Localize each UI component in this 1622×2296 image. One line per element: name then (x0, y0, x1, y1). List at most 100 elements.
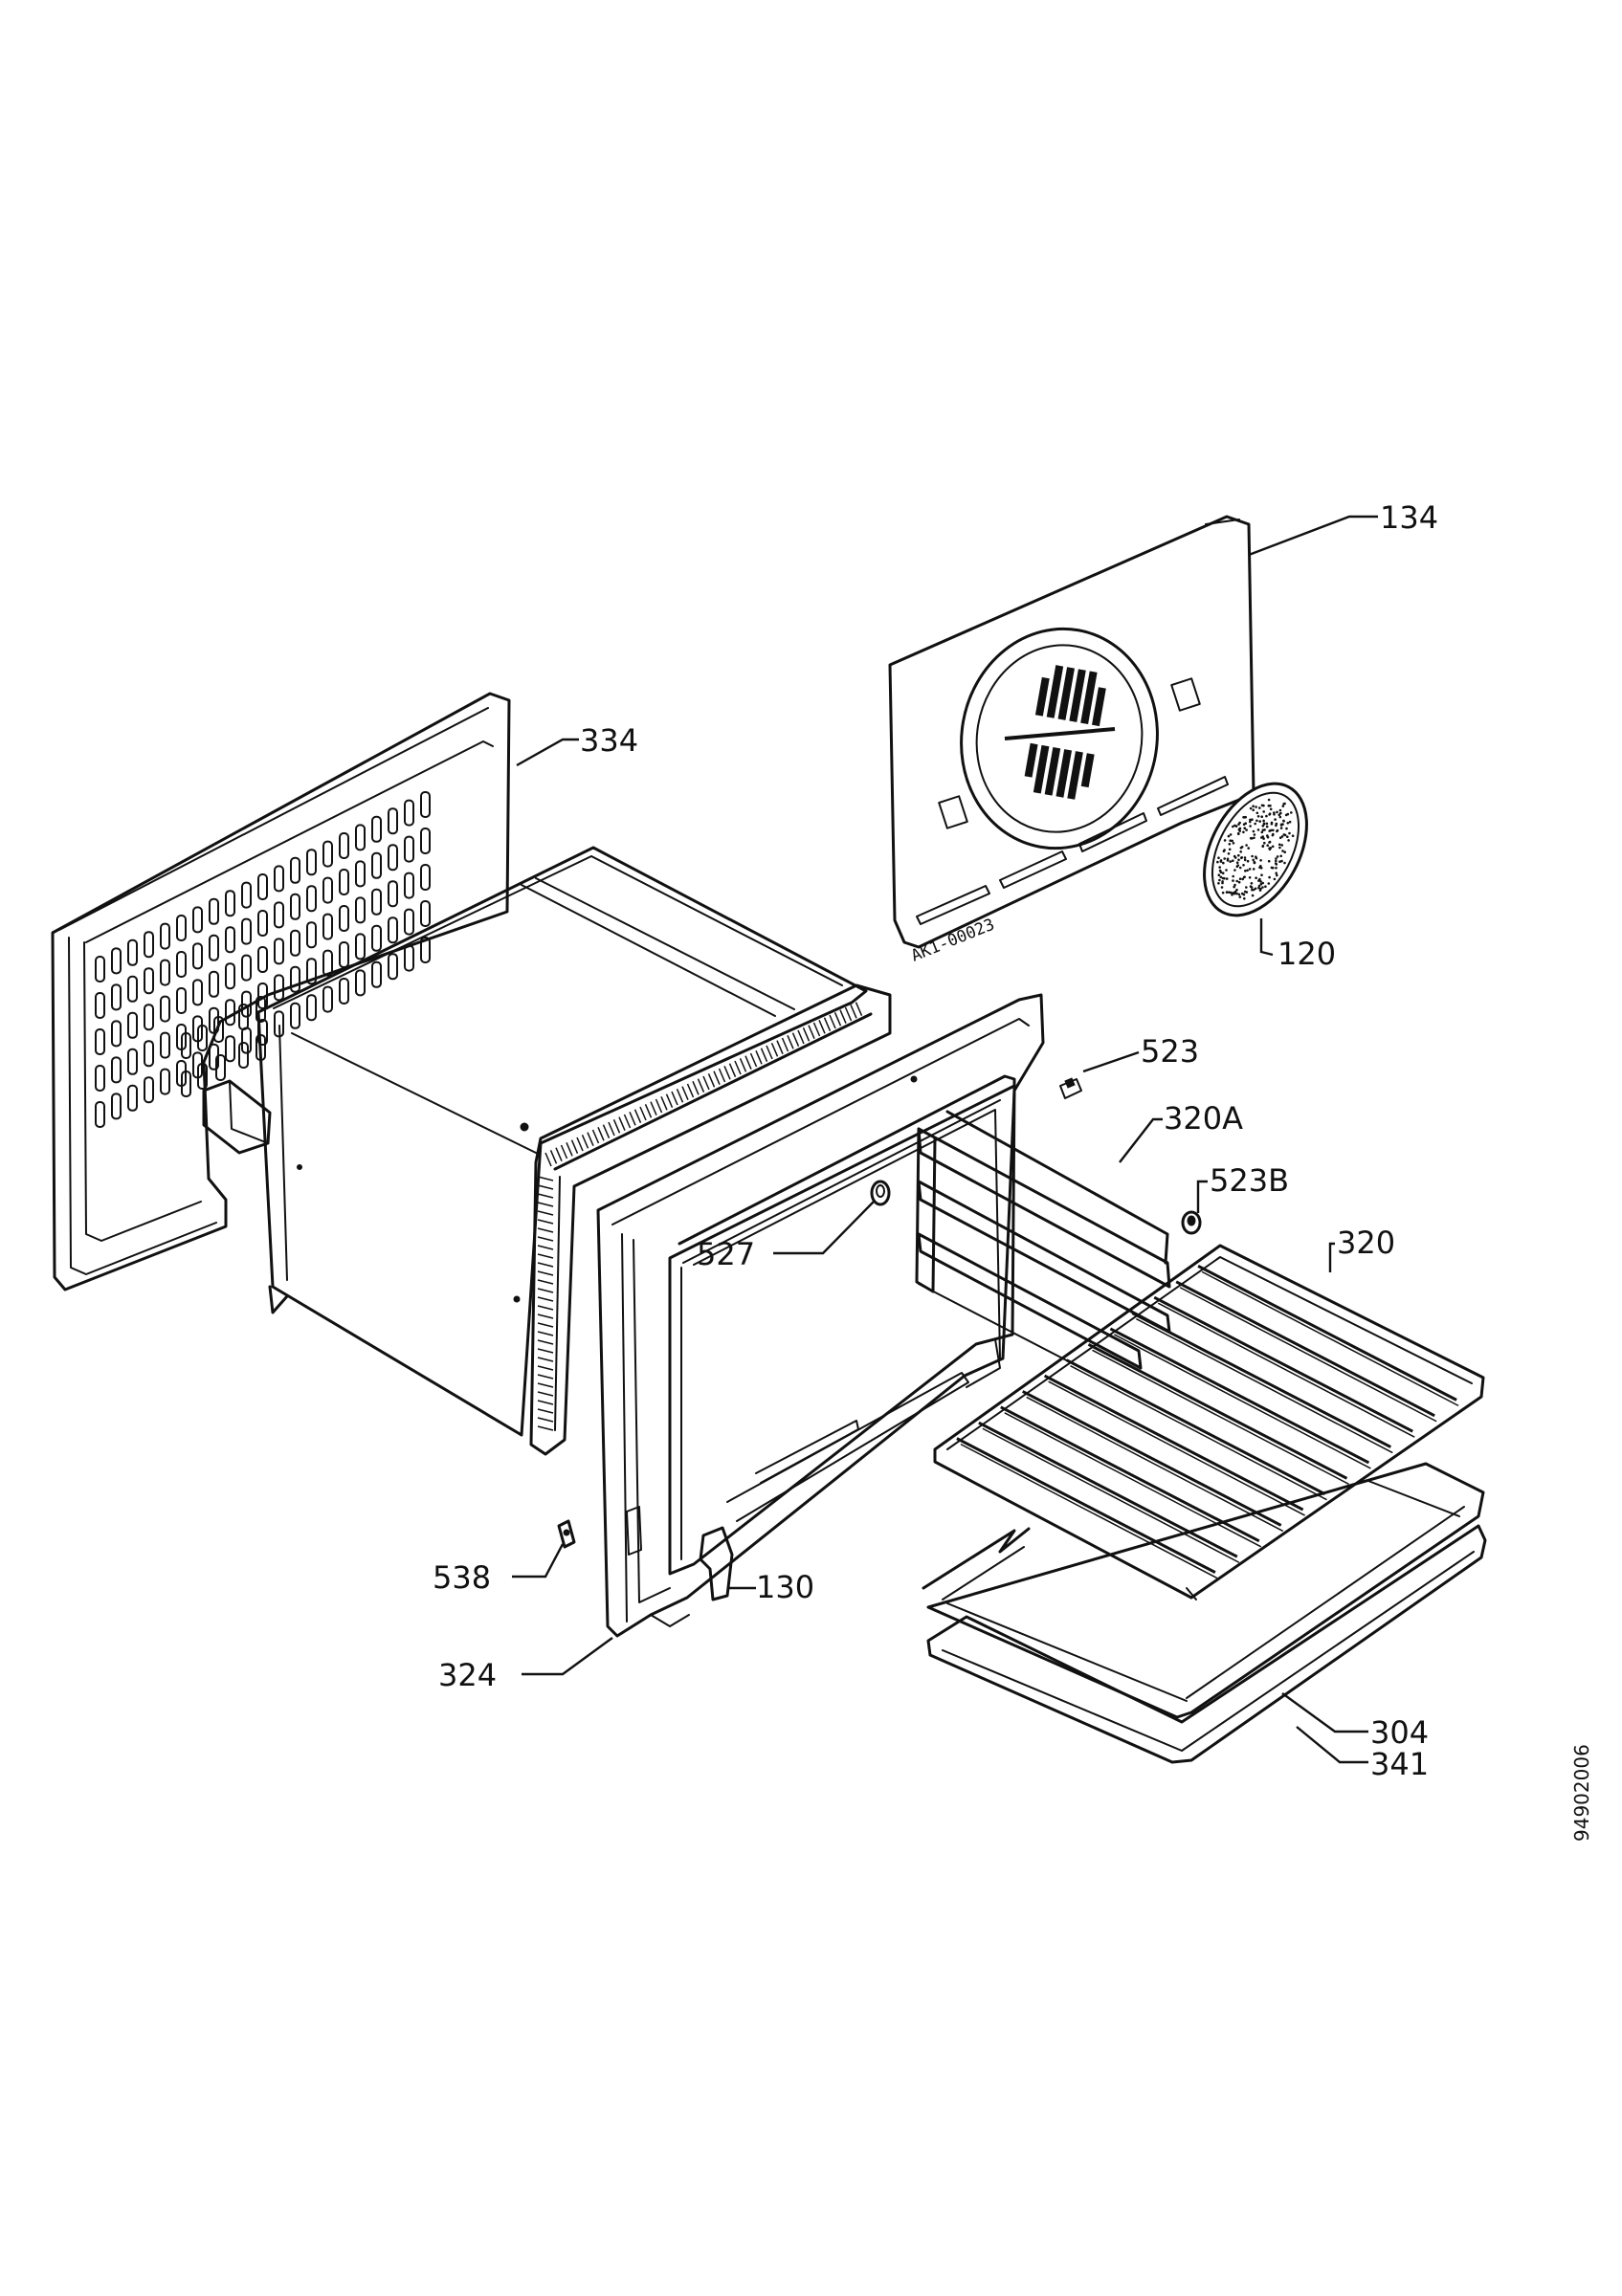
vent-slot (193, 980, 202, 1004)
mesh-dot (1273, 811, 1276, 814)
vent-slot (144, 932, 153, 957)
vent-slot (210, 972, 218, 997)
mesh-dot (1218, 866, 1221, 869)
mesh-dot (1255, 876, 1257, 879)
seal-hatch (609, 1122, 614, 1136)
mesh-dot (1249, 825, 1252, 828)
part-120-fan-filter (1184, 766, 1328, 933)
seal-hatch (538, 1418, 553, 1422)
mesh-dot (1221, 886, 1224, 889)
mesh-dot (1269, 805, 1272, 807)
mesh-dot (1287, 839, 1290, 842)
rack-wire-shadow (1071, 1366, 1327, 1500)
mesh-dot (1263, 828, 1266, 831)
mesh-dot (1279, 855, 1282, 858)
mesh-dot (1287, 822, 1290, 825)
vent-slot (161, 924, 169, 949)
rack-wire (1110, 1329, 1368, 1463)
mesh-dot (1237, 823, 1240, 826)
mesh-dot (1272, 834, 1275, 837)
mesh-dot (1275, 860, 1278, 863)
seal-hatch (814, 1023, 820, 1036)
vent-slot (226, 1000, 234, 1025)
mesh-dot (1287, 813, 1290, 816)
mesh-dot (1251, 882, 1254, 885)
vent-slot (226, 1036, 234, 1061)
seal-hatch (538, 1228, 553, 1232)
mesh-dot (1241, 893, 1244, 895)
seal-hatch (545, 1153, 551, 1166)
mesh-dot (1223, 877, 1226, 880)
vent-slot (291, 858, 300, 883)
mesh-dot (1261, 835, 1264, 838)
mesh-dot (1247, 860, 1250, 863)
mesh-dot (1222, 892, 1225, 894)
mesh-dot (1257, 815, 1260, 818)
part-523-screw (1060, 1078, 1081, 1098)
mesh-dot (1226, 891, 1229, 894)
rack-wire-shadow (983, 1428, 1239, 1562)
vent-slot (372, 853, 381, 878)
seal-hatch (661, 1096, 667, 1110)
mesh-dot (1246, 891, 1249, 894)
mesh-dot (1282, 820, 1285, 823)
mesh-dot (1261, 886, 1264, 889)
seal-hatch (741, 1058, 746, 1071)
mesh-dot (1254, 823, 1256, 826)
mesh-dot (1253, 837, 1255, 840)
mesh-dot (1269, 812, 1272, 815)
mesh-dot (1260, 873, 1263, 876)
vent-slot (323, 842, 332, 867)
seal-hatch (538, 1177, 553, 1181)
mesh-dot (1239, 895, 1242, 898)
vent-slot (356, 825, 365, 850)
rack-wire (1132, 1314, 1390, 1447)
callout-320A: 320A (1164, 1100, 1243, 1137)
vent-slot (161, 997, 169, 1022)
seal-hatch (538, 1289, 553, 1292)
seal-hatch (777, 1041, 783, 1054)
mesh-dot (1255, 820, 1258, 823)
mesh-dot (1241, 878, 1244, 881)
callout-320: 320 (1337, 1225, 1395, 1261)
drawing-number: 94902006 (1570, 1744, 1593, 1842)
mesh-dot (1253, 830, 1255, 833)
mesh-dot (1280, 844, 1283, 847)
vent-slot (291, 894, 300, 919)
mesh-dot (1278, 844, 1281, 847)
fan-grille (1005, 665, 1115, 800)
grille-bar-top (1035, 677, 1050, 717)
seal-hatch (646, 1104, 652, 1117)
seal-hatch (856, 1003, 862, 1016)
vent-slot (340, 942, 348, 967)
seal-hatch (567, 1142, 572, 1156)
seal-hatch (651, 1102, 656, 1115)
vent-slot (210, 899, 218, 924)
mesh-dot (1228, 891, 1231, 894)
seal-hatch (588, 1133, 593, 1146)
seal-hatch (804, 1027, 810, 1041)
seal-hatch (538, 1323, 553, 1327)
vent-slot (242, 1028, 251, 1053)
mesh-dot (1263, 822, 1266, 825)
mesh-dot (1217, 882, 1220, 885)
mesh-dot (1280, 860, 1283, 863)
seal-hatch (720, 1069, 725, 1082)
part-320A-shelf-runner (917, 1112, 1169, 1368)
vent-slot (275, 938, 283, 963)
seal-hatch (538, 1203, 553, 1206)
seal-hatch (538, 1349, 553, 1353)
mesh-dot (1216, 861, 1219, 864)
vent-slot (340, 833, 348, 858)
rack-wire-shadow (961, 1445, 1217, 1578)
vent-slot (144, 968, 153, 993)
mesh-dot (1259, 859, 1262, 862)
seal-hatch (809, 1026, 814, 1039)
seal-hatch (614, 1119, 620, 1133)
vent-slot (389, 917, 397, 942)
seal-hatch (835, 1012, 841, 1026)
callout-341: 341 (1370, 1746, 1429, 1782)
vent-slot (161, 1033, 169, 1058)
mesh-dot (1275, 857, 1278, 860)
mesh-dot (1270, 829, 1273, 832)
